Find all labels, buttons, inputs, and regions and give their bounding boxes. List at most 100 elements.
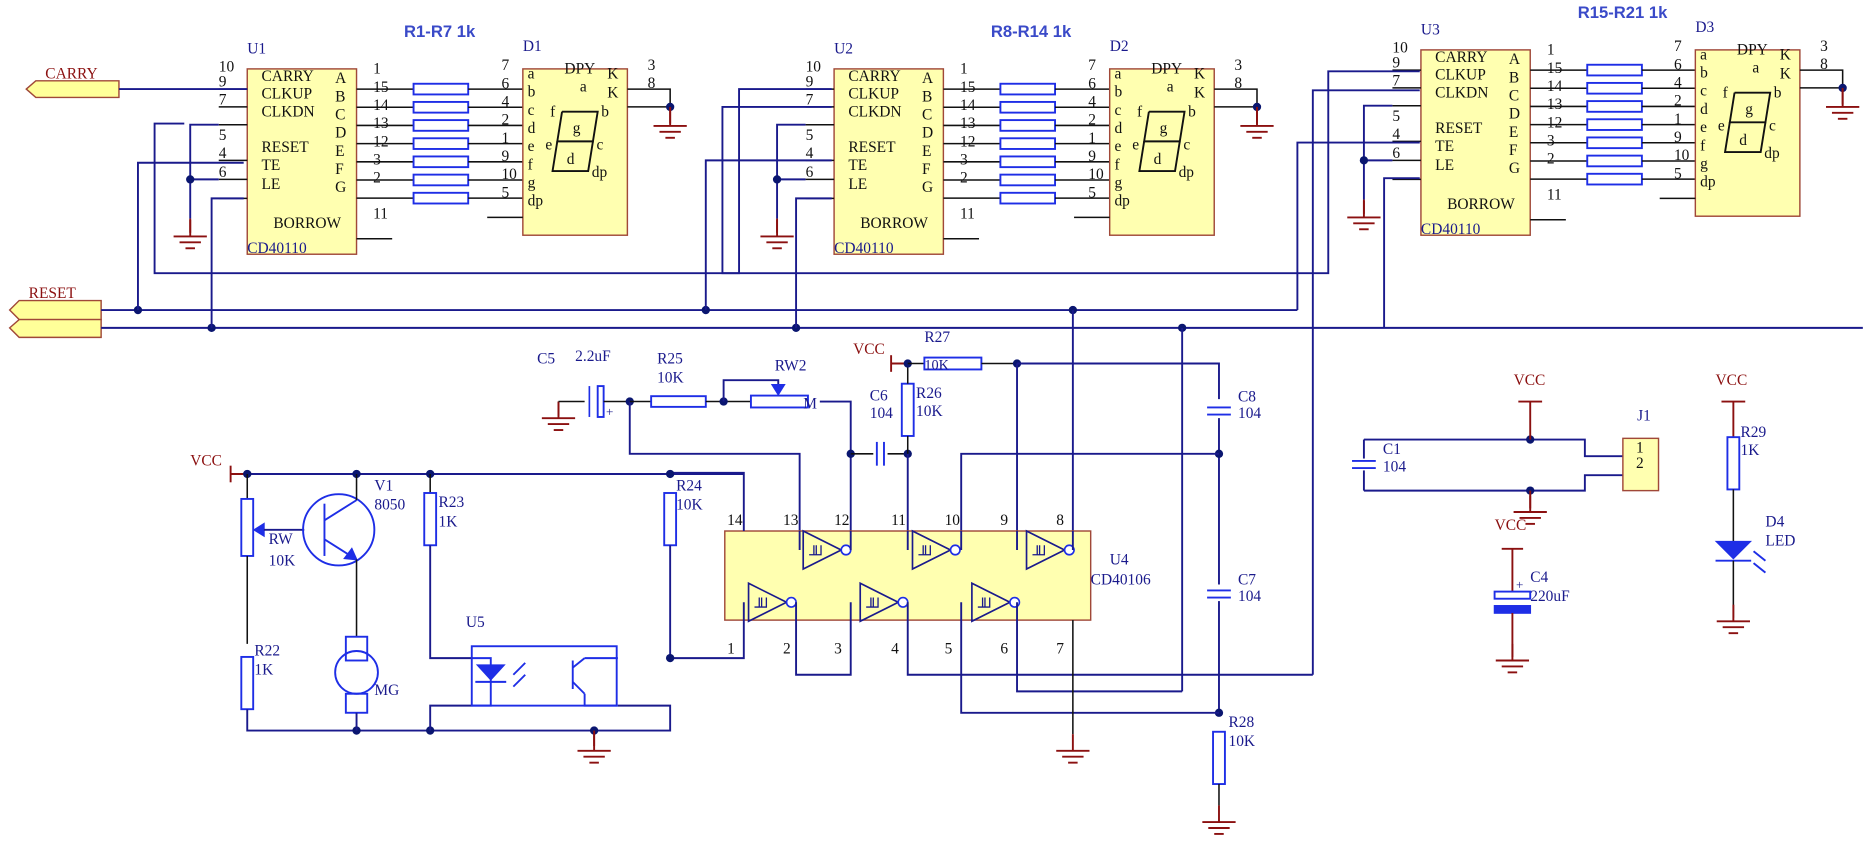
segment-resistor	[1586, 81, 1643, 95]
counter-out-name: E	[922, 143, 931, 160]
counter-out-name: F	[335, 161, 344, 178]
display-pin-name: b	[1114, 84, 1122, 101]
c6-ref: C6	[870, 387, 888, 404]
seg-label-f: f	[1723, 84, 1729, 101]
counter-pin-num: 9	[806, 74, 814, 91]
display-k-num: 8	[1234, 75, 1242, 92]
display-title: DPY	[1737, 42, 1768, 59]
counter-out-num: 13	[373, 115, 389, 132]
mg-motor: MG	[334, 635, 399, 714]
seg-label-b: b	[1774, 84, 1782, 101]
display-pin-num: 5	[1674, 165, 1682, 182]
counter-pin-num: 4	[219, 145, 227, 162]
display-k-num: 3	[1234, 57, 1242, 74]
r24-value: 10K	[676, 497, 703, 514]
display-title: DPY	[564, 61, 595, 78]
display-ref: D3	[1695, 19, 1714, 36]
seg-label-d: d	[1739, 132, 1747, 149]
counter-out-name: F	[922, 161, 931, 178]
seg-label-dp: dp	[592, 164, 608, 181]
r28-value: 10K	[1228, 733, 1255, 750]
counter-ic	[833, 68, 945, 255]
u4-part: CD40106	[1091, 571, 1151, 588]
counter-out-name: D	[1509, 106, 1520, 123]
segment-resistor	[412, 119, 470, 132]
display-pin-name: e	[528, 138, 535, 155]
counter-ic	[246, 68, 358, 255]
display-pin-num: 4	[1674, 74, 1682, 91]
borrow-num: 11	[960, 206, 975, 223]
counter-pin-num: 9	[219, 74, 227, 91]
r24-ref: R24	[676, 478, 702, 495]
r27-value: 10K	[924, 357, 949, 373]
display-pin-name: b	[528, 84, 536, 101]
carry-port: CARRY	[25, 65, 248, 99]
resistor-array-label: R1-R7 1k	[404, 22, 476, 41]
counter-out-name: C	[922, 107, 932, 124]
counter-pin-name: CLKDN	[1435, 84, 1488, 101]
counter-pin-num: 4	[806, 145, 814, 162]
seven-seg-display	[522, 68, 629, 236]
counter-out-num: 14	[960, 97, 976, 114]
segment-resistor	[412, 155, 470, 169]
display-pin-name: d	[528, 120, 536, 137]
c6-value: 104	[870, 405, 893, 422]
counter-pin-name: TE	[848, 157, 867, 174]
counter-out-num: 2	[1547, 151, 1555, 168]
display-ref: D1	[523, 38, 542, 55]
counter-out-name: B	[335, 88, 345, 105]
counter-out-name: C	[335, 107, 345, 124]
display-pin-num: 10	[1088, 166, 1104, 183]
counter-out-name: C	[1509, 87, 1519, 104]
seg-label-f: f	[550, 103, 556, 120]
display-k2: K	[607, 84, 618, 101]
counter-pin-num: 5	[1392, 108, 1400, 125]
counter-pin-name: LE	[848, 176, 867, 193]
counter-ic	[1420, 49, 1531, 236]
counter-pin-num: 10	[1392, 39, 1408, 56]
c4-ref: C4	[1530, 569, 1548, 586]
display-k-num: 8	[648, 75, 656, 92]
counter-pin-num: 5	[219, 127, 227, 144]
seg-label-g: g	[1160, 120, 1168, 137]
counter-pin-num: 5	[806, 127, 814, 144]
counter-out-name: D	[335, 125, 346, 142]
counter-out-name: A	[922, 70, 934, 87]
c8-value: 104	[1238, 405, 1261, 422]
j1-pin1: 1	[1636, 440, 1644, 457]
borrow-num: 11	[1547, 187, 1562, 204]
counter-pin-name: CARRY	[848, 68, 900, 85]
counter-out-num: 15	[1547, 60, 1563, 77]
segment-resistor	[999, 155, 1056, 169]
r23-ref: R23	[439, 494, 465, 511]
r22-ref: R22	[254, 643, 280, 660]
counter-out-num: 13	[960, 115, 976, 132]
counter-ref: U1	[247, 40, 266, 57]
counter-out-num: 15	[373, 79, 389, 96]
counter-out-num: 14	[1547, 78, 1563, 95]
segment-resistor	[999, 191, 1056, 205]
display-pin-name: d	[1700, 101, 1708, 118]
counter-pin-name: CLKUP	[262, 86, 313, 103]
display-pin-name: c	[528, 102, 535, 119]
display-ref: D2	[1110, 38, 1129, 55]
counter-out-name: E	[335, 143, 344, 160]
seg-label-dp: dp	[1764, 145, 1780, 162]
seven-seg-display	[1108, 68, 1215, 236]
segment-resistor	[999, 119, 1056, 132]
r28-ref: R28	[1228, 714, 1254, 731]
counter-out-num: 12	[1547, 114, 1562, 131]
display-pin-name: f	[1700, 137, 1706, 154]
counter-out-num: 12	[960, 133, 975, 150]
u4-top-pin-num: 8	[1056, 512, 1064, 529]
display-pin-name: f	[1114, 156, 1120, 173]
r27-ref: R27	[924, 329, 950, 346]
display-pin-name: b	[1700, 65, 1708, 82]
u4-top-pin-num: 12	[834, 512, 849, 529]
segment-resistor	[999, 173, 1056, 187]
display-pin-num: 10	[1674, 147, 1690, 164]
display-pin-num: 5	[501, 184, 509, 201]
counter-out-name: G	[1509, 160, 1520, 177]
segment-resistor	[1586, 154, 1643, 168]
